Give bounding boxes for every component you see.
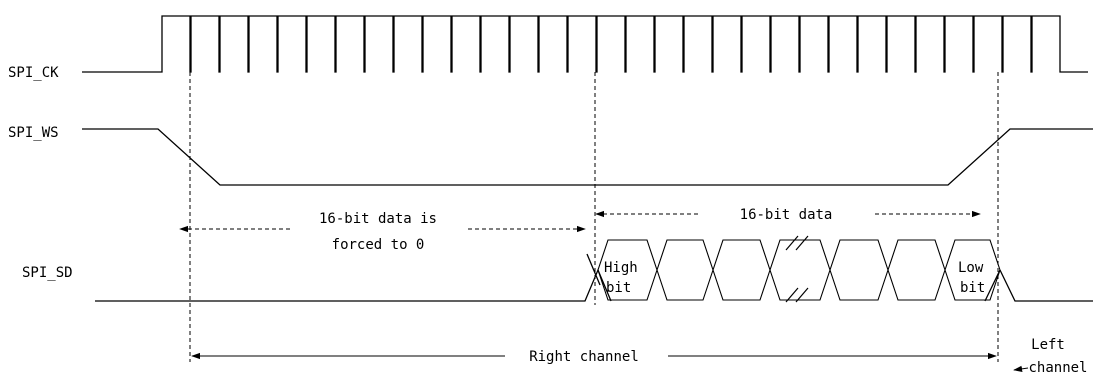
left-channel-arrow: [1013, 365, 1029, 372]
right-channel-text: Right channel: [529, 349, 639, 365]
data-width-text: 16-bit data: [740, 207, 833, 223]
spi-sd-label: SPI_SD: [22, 265, 73, 281]
low-bit-line2: bit: [960, 280, 985, 296]
spi-ws-label: SPI_WS: [8, 125, 59, 141]
high-bit-line2: bit: [606, 280, 631, 296]
left-channel-line1: Left: [1031, 337, 1065, 353]
spi-ws-waveform: [82, 128, 1093, 186]
reference-lines: [189, 72, 999, 362]
low-bit-line1: Low: [958, 260, 984, 276]
forced-zero-text-line1: 16-bit data is: [319, 211, 437, 227]
spi-ck-waveform: [82, 15, 1088, 73]
spi-ck-label: SPI_CK: [8, 65, 59, 81]
spi-sd-waveform: [95, 235, 1093, 303]
left-channel-line2: channel: [1028, 360, 1087, 376]
high-bit-line1: High: [604, 260, 638, 276]
forced-zero-text-line2: forced to 0: [332, 237, 425, 253]
